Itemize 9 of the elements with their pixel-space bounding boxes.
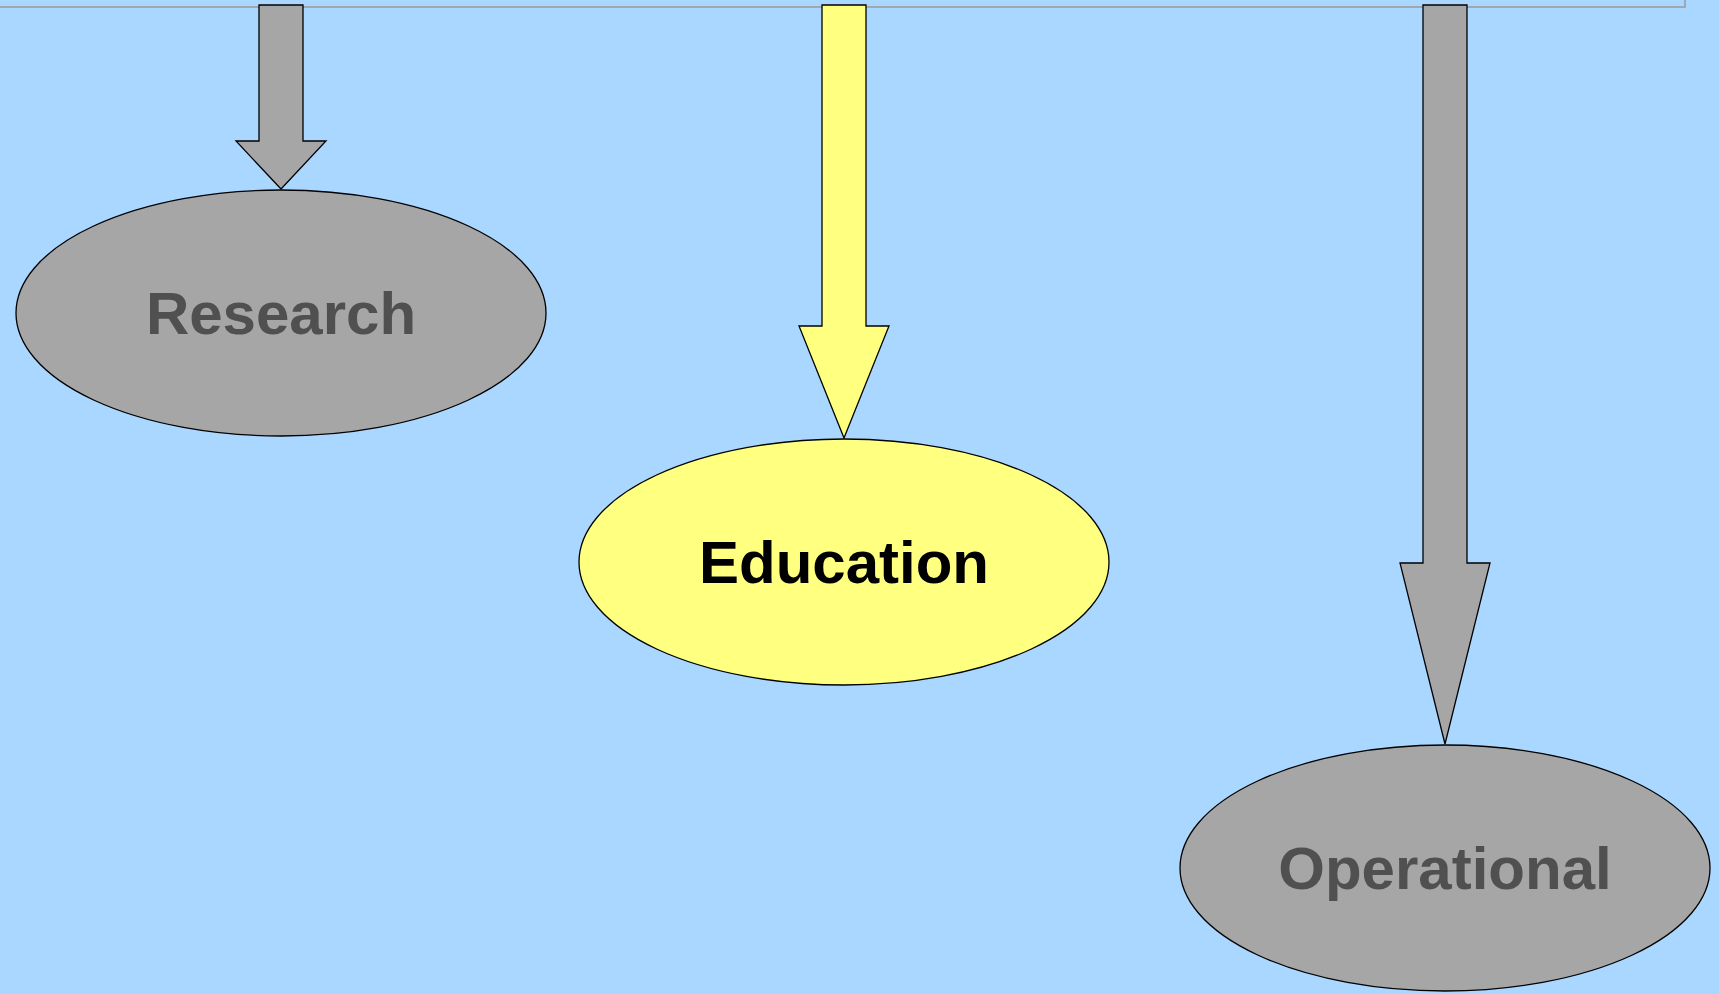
block-arrow — [1399, 4, 1491, 745]
block-arrow — [798, 4, 890, 440]
node-label: Operational — [1278, 833, 1612, 903]
ellipse-node — [1179, 744, 1711, 992]
ellipse-node — [578, 438, 1110, 686]
block-arrow — [234, 4, 328, 190]
ellipse-node — [15, 189, 547, 437]
node-label: Research — [145, 278, 417, 348]
node-label: Education — [699, 527, 989, 597]
